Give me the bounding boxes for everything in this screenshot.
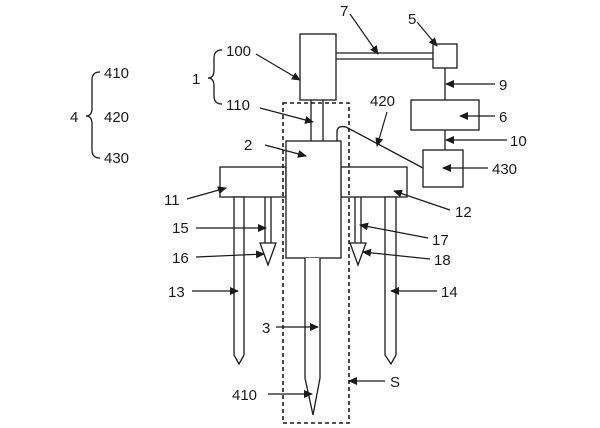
body-2 [285, 140, 342, 259]
label-4: 4 [70, 109, 78, 126]
bracket-1 [207, 49, 223, 105]
label-9: 9 [499, 77, 507, 94]
label-410-legend: 410 [104, 65, 129, 82]
leg-13 [233, 196, 245, 366]
arrow-2 [264, 144, 307, 158]
label-7: 7 [340, 3, 348, 20]
label-S: S [390, 374, 400, 391]
bracket-4 [85, 71, 101, 159]
box-5 [432, 43, 458, 69]
block-100 [299, 33, 337, 101]
label-18: 18 [434, 252, 451, 269]
label-430-legend: 430 [104, 150, 129, 167]
probe-3 [304, 258, 321, 416]
arrow-420 [375, 111, 388, 147]
label-16: 16 [172, 250, 189, 267]
arrow-17 [359, 222, 429, 239]
label-15: 15 [172, 220, 189, 237]
label-3: 3 [262, 320, 270, 337]
label-17: 17 [432, 232, 449, 249]
region-S [282, 102, 350, 424]
label-2: 2 [244, 137, 252, 154]
arrow-5 [416, 21, 438, 47]
cone-18 [349, 242, 367, 267]
label-12: 12 [455, 204, 472, 221]
label-14: 14 [441, 284, 458, 301]
label-10: 10 [510, 133, 527, 150]
arrow-110 [259, 107, 314, 124]
label-1: 1 [192, 71, 200, 88]
leg-14 [384, 196, 397, 366]
label-5: 5 [408, 11, 416, 28]
label-420: 420 [370, 93, 395, 110]
label-13: 13 [168, 284, 185, 301]
label-6: 6 [499, 109, 507, 126]
label-430: 430 [492, 161, 517, 178]
label-100: 100 [226, 43, 251, 60]
arrow-7 [349, 13, 379, 55]
arrow-11 [186, 186, 227, 200]
label-110: 110 [226, 97, 250, 114]
arrow-16 [195, 250, 265, 259]
arrow-18 [362, 248, 431, 260]
label-420-legend: 420 [104, 109, 129, 126]
plate-11 [219, 166, 287, 198]
wire-420 [336, 125, 424, 169]
label-410: 410 [232, 387, 257, 404]
box-6 [410, 99, 480, 131]
arrow-100 [255, 53, 301, 81]
label-11: 11 [164, 192, 180, 209]
arrow-12 [393, 189, 451, 211]
